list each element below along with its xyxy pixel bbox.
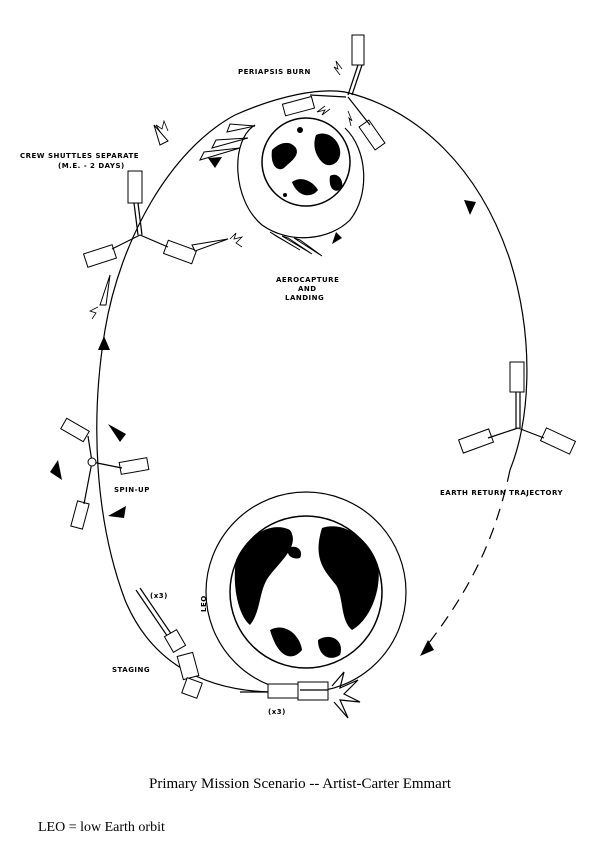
spin-arrow-2 (50, 460, 62, 480)
earth-planet (229, 515, 383, 669)
spacecraft-crew-separate (82, 119, 244, 320)
label-x3-lower: (x3) (268, 708, 286, 716)
label-spin-up: SPIN-UP (114, 486, 150, 494)
label-periapsis-burn: PERIAPSIS BURN (238, 68, 311, 76)
leo-footnote: LEO = low Earth orbit (38, 820, 165, 835)
return-arrow-bottom (420, 640, 434, 656)
label-earth-return: EARTH RETURN TRAJECTORY (440, 489, 564, 497)
label-staging: STAGING (112, 666, 150, 674)
label-crew-shuttles-1: CREW SHUTTLES SEPARATE (20, 152, 139, 160)
spin-arrow-1 (108, 424, 126, 442)
label-crew-shuttles-2: (M.E. - 2 DAYS) (58, 162, 125, 170)
spacecraft-staging (135, 587, 203, 699)
spacecraft-earth-return (457, 361, 577, 455)
label-x3-upper: (x3) (150, 592, 168, 600)
outbound-arrow-left (98, 336, 110, 350)
label-aerocapture-2: AND (298, 285, 317, 293)
outbound-arrow-top (208, 157, 222, 168)
aerobrake-shells-upper (199, 123, 256, 161)
figure-caption: Primary Mission Scenario -- Artist-Carte… (148, 776, 452, 792)
aerocapture-loop (237, 124, 365, 239)
label-leo: LEO (200, 595, 208, 612)
return-trajectory-dashed (424, 469, 511, 649)
label-aerocapture-3: LANDING (285, 294, 324, 302)
spacecraft-periapsis (281, 34, 386, 151)
spacecraft-spin-up (60, 417, 150, 530)
spin-arrow-3 (108, 506, 126, 518)
return-trajectory-solid (344, 91, 528, 471)
mars-planet (261, 117, 351, 207)
return-arrow-right (464, 200, 476, 215)
aerobrake-shells-lower (269, 231, 323, 257)
label-aerocapture-1: AEROCAPTURE (276, 276, 339, 284)
spacecraft-leo-launch (240, 671, 361, 719)
